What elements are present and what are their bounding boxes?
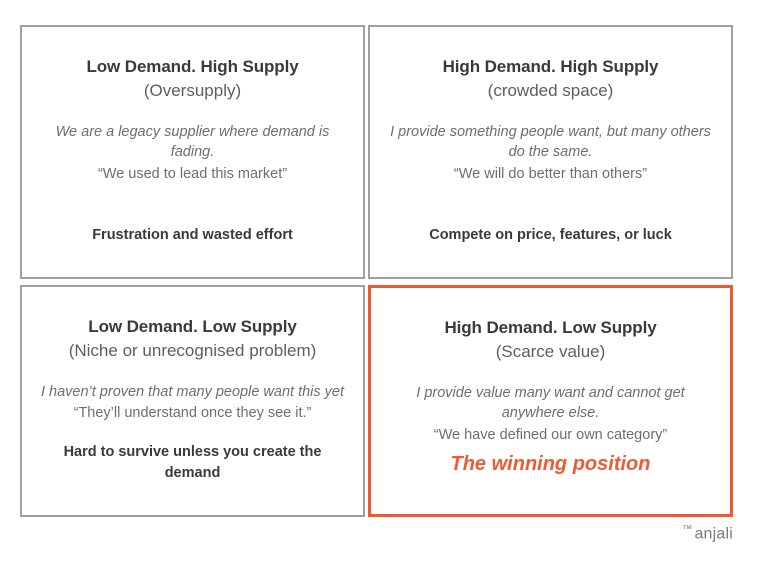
quadrant-quote: “We have defined our own category” (433, 426, 668, 443)
quadrant-body: I haven’t proven that many people want t… (41, 382, 344, 424)
quadrant-subtitle: (crowded space) (487, 80, 614, 100)
signature-name: anjali (694, 525, 733, 543)
quadrant-title: Low Demand. High Supply (86, 57, 299, 76)
quadrant-body: We are a legacy supplier where demand is… (40, 122, 345, 185)
quadrant-outcome: Compete on price, features, or luck (429, 226, 672, 243)
quadrant-quote: “We will do better than others” (453, 165, 648, 182)
quadrant-title: Low Demand. Low Supply (88, 317, 297, 336)
quadrant-outcome: The winning position (450, 453, 651, 475)
quadrant-high-demand-high-supply: High Demand. High Supply (crowded space)… (368, 25, 733, 279)
trademark-icon: ™ (682, 524, 693, 535)
quadrant-quote: “We used to lead this market” (97, 165, 288, 182)
quadrant-statement: I provide value many want and cannot get… (416, 384, 685, 422)
quadrant-statement: I haven’t proven that many people want t… (40, 383, 345, 400)
quadrant-low-demand-high-supply: Low Demand. High Supply (Oversupply) We … (20, 25, 365, 279)
quadrant-body: I provide something people want, but man… (388, 122, 713, 185)
quadrant-subtitle: (Niche or unrecognised problem) (68, 340, 317, 360)
quadrant-subtitle: (Scarce value) (495, 341, 606, 361)
matrix-grid: Low Demand. High Supply (Oversupply) We … (20, 25, 733, 517)
quadrant-quote: “They’ll understand once they see it.” (73, 405, 312, 422)
quadrant-statement: We are a legacy supplier where demand is… (55, 123, 330, 161)
quadrant-body: I provide value many want and cannot get… (389, 383, 712, 446)
quadrant-low-demand-low-supply: Low Demand. Low Supply (Niche or unrecog… (20, 285, 365, 517)
quadrant-outcome: Hard to survive unless you create the de… (63, 444, 322, 481)
quadrant-statement: I provide something people want, but man… (390, 123, 711, 161)
quadrant-outcome: Frustration and wasted effort (92, 226, 293, 243)
quadrant-title: High Demand. Low Supply (444, 318, 657, 337)
quadrant-title: High Demand. High Supply (442, 57, 659, 76)
quadrant-subtitle: (Oversupply) (143, 80, 242, 100)
quadrant-high-demand-low-supply: High Demand. Low Supply (Scarce value) I… (368, 285, 733, 517)
